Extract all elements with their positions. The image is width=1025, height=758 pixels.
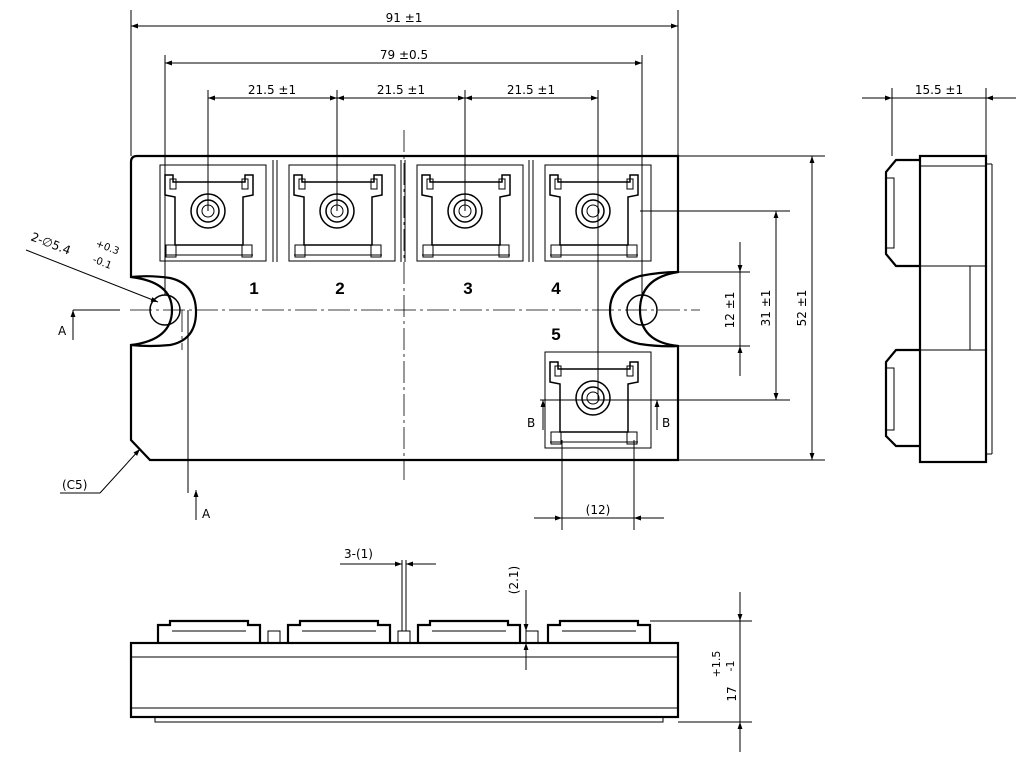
dim-hole-offset: 12 ±1 bbox=[723, 292, 737, 329]
right-mounting-ear bbox=[608, 270, 679, 348]
top-view: 1 2 3 4 5 91 ±1 79 ±0.5 21.5 ±1 21.5 ±1 … bbox=[25, 10, 825, 530]
dim-terminal-pitch-2: 21.5 ±1 bbox=[377, 83, 425, 97]
terminal-label-1: 1 bbox=[249, 279, 258, 298]
terminal-label-5: 5 bbox=[551, 325, 560, 344]
terminal-label-3: 3 bbox=[463, 279, 472, 298]
dim-total-height-tol-minus: -1 bbox=[724, 661, 737, 672]
dim-terminal5-offset: 31 ±1 bbox=[759, 290, 773, 327]
section-b-left: B bbox=[527, 416, 535, 430]
dim-overall-height: 52 ±1 bbox=[795, 290, 809, 327]
section-a-top: A bbox=[58, 324, 67, 338]
dim-overall-width: 91 ±1 bbox=[386, 11, 423, 25]
dim-step-height: (2.1) bbox=[507, 566, 521, 594]
terminal-label-4: 4 bbox=[551, 279, 561, 298]
dim-slot-width: 3-(1) bbox=[344, 547, 373, 561]
left-mounting-ear bbox=[130, 275, 198, 348]
dim-hole-tol-minus: -0.1 bbox=[91, 255, 113, 272]
terminal-1 bbox=[159, 164, 267, 262]
front-view: 3-(1) (2.1) 17 +1.5 -1 bbox=[129, 547, 752, 752]
dim-side-thickness: 15.5 ±1 bbox=[915, 83, 963, 97]
dim-terminal5-width: (12) bbox=[586, 503, 611, 517]
dim-hole-pitch: 79 ±0.5 bbox=[380, 48, 428, 62]
terminal-label-2: 2 bbox=[335, 279, 344, 298]
dim-total-height-tol-plus: +1.5 bbox=[710, 651, 723, 678]
section-b-right: B bbox=[662, 416, 670, 430]
dim-terminal-pitch-1: 21.5 ±1 bbox=[248, 83, 296, 97]
terminal-2 bbox=[288, 164, 396, 262]
dim-terminal-pitch-3: 21.5 ±1 bbox=[507, 83, 555, 97]
base-outline bbox=[129, 154, 680, 462]
side-view: 15.5 ±1 bbox=[862, 83, 1016, 464]
section-a-bottom: A bbox=[202, 507, 211, 521]
dim-chamfer: (C5) bbox=[62, 478, 87, 492]
terminal-3 bbox=[416, 164, 524, 262]
dim-total-height: 17 bbox=[725, 686, 739, 701]
